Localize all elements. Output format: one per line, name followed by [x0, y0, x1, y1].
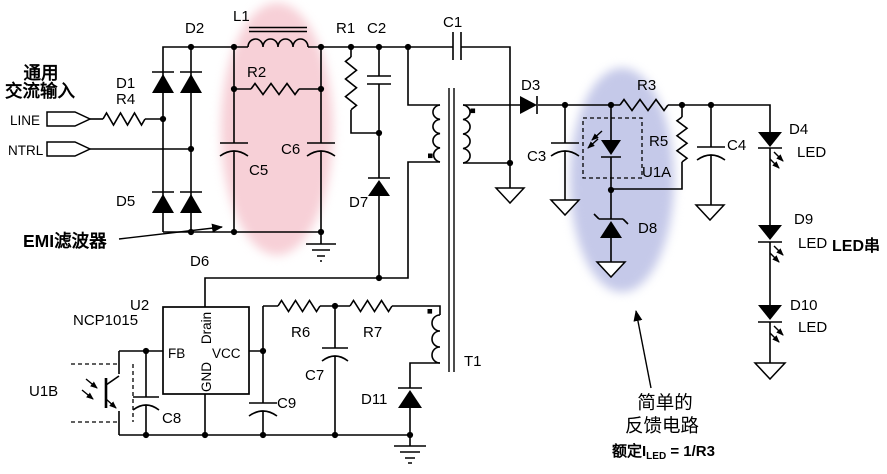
u1b-label: U1B — [29, 383, 58, 400]
d2-label: D2 — [185, 20, 204, 37]
feedback-highlight — [570, 68, 674, 292]
c1-label: C1 — [443, 14, 462, 31]
r6-label: R6 — [291, 324, 310, 341]
emi-caps — [219, 142, 336, 157]
d11-label: D11 — [361, 391, 387, 408]
feedback-note-line1: 简单的 — [637, 392, 693, 413]
vcc-pin-label: VCC — [212, 346, 241, 361]
neutral-terminal — [46, 141, 92, 157]
emi-filter-label: EMI滤波器 — [23, 231, 107, 251]
l1-label: L1 — [233, 8, 250, 25]
d7-label: D7 — [349, 194, 368, 211]
junction-dots — [142, 43, 715, 439]
d9-led-label: LED — [798, 235, 827, 252]
line-terminal — [46, 111, 92, 127]
emi-filter-highlight — [221, 3, 333, 255]
c7-label: C7 — [305, 367, 324, 384]
c8-label: C8 — [162, 410, 181, 427]
c5-label: C5 — [249, 162, 268, 179]
neutral-label: NTRL — [8, 143, 44, 158]
r2-label: R2 — [247, 64, 266, 81]
feedback-pointer-arrow — [633, 310, 652, 389]
led-string-title: LED串 — [832, 236, 880, 255]
labels: 通用 交流输入 LINE NTRL D1 R4 D2 D5 D6 L1 R2 C… — [5, 8, 880, 462]
d1-label: D1 — [116, 75, 135, 92]
d5-label: D5 — [116, 193, 135, 210]
rated-current-formula: 额定ILED = 1/R3 — [612, 442, 715, 462]
d3-label: D3 — [521, 77, 540, 94]
ac-input-title-line1: 通用 — [24, 63, 59, 83]
c2-label: C2 — [367, 20, 386, 37]
gnd-pin-label: GND — [199, 362, 214, 392]
r4-label: R4 — [116, 91, 135, 108]
highlight-regions — [221, 3, 674, 292]
annotation-arrows — [118, 223, 652, 389]
c6-label: C6 — [281, 141, 300, 158]
c4-label: C4 — [727, 137, 746, 154]
r5-label: R5 — [649, 133, 668, 150]
d4-led-label: LED — [797, 144, 826, 161]
ncp1015-label: NCP1015 — [73, 312, 138, 329]
c9-label: C9 — [277, 395, 296, 412]
d10-led-label: LED — [798, 319, 827, 336]
controller-box — [162, 306, 250, 395]
d4-label: D4 — [789, 121, 808, 138]
optocoupler — [71, 117, 643, 423]
fb-pin-label: FB — [168, 346, 185, 361]
d10-label: D10 — [790, 297, 818, 314]
input-terminals — [46, 111, 92, 157]
feedback-note-line2: 反馈电路 — [625, 415, 699, 436]
r3-label: R3 — [637, 77, 656, 94]
emi-pointer-arrow — [118, 223, 223, 240]
inductor-l1 — [247, 26, 309, 48]
diodes — [152, 71, 784, 408]
r1-label: R1 — [336, 20, 355, 37]
r7-label: R7 — [363, 324, 382, 341]
d9-label: D9 — [794, 211, 813, 228]
ac-input-title-line2: 交流输入 — [5, 81, 75, 101]
line-label: LINE — [10, 113, 40, 128]
u2-label: U2 — [130, 297, 149, 314]
d6-label: D6 — [190, 253, 209, 270]
t1-label: T1 — [464, 353, 482, 370]
c3-label: C3 — [527, 148, 546, 165]
drain-pin-label: Drain — [199, 312, 214, 344]
d8-label: D8 — [638, 220, 657, 237]
grounds — [494, 187, 787, 381]
u1a-label: U1A — [642, 164, 671, 181]
